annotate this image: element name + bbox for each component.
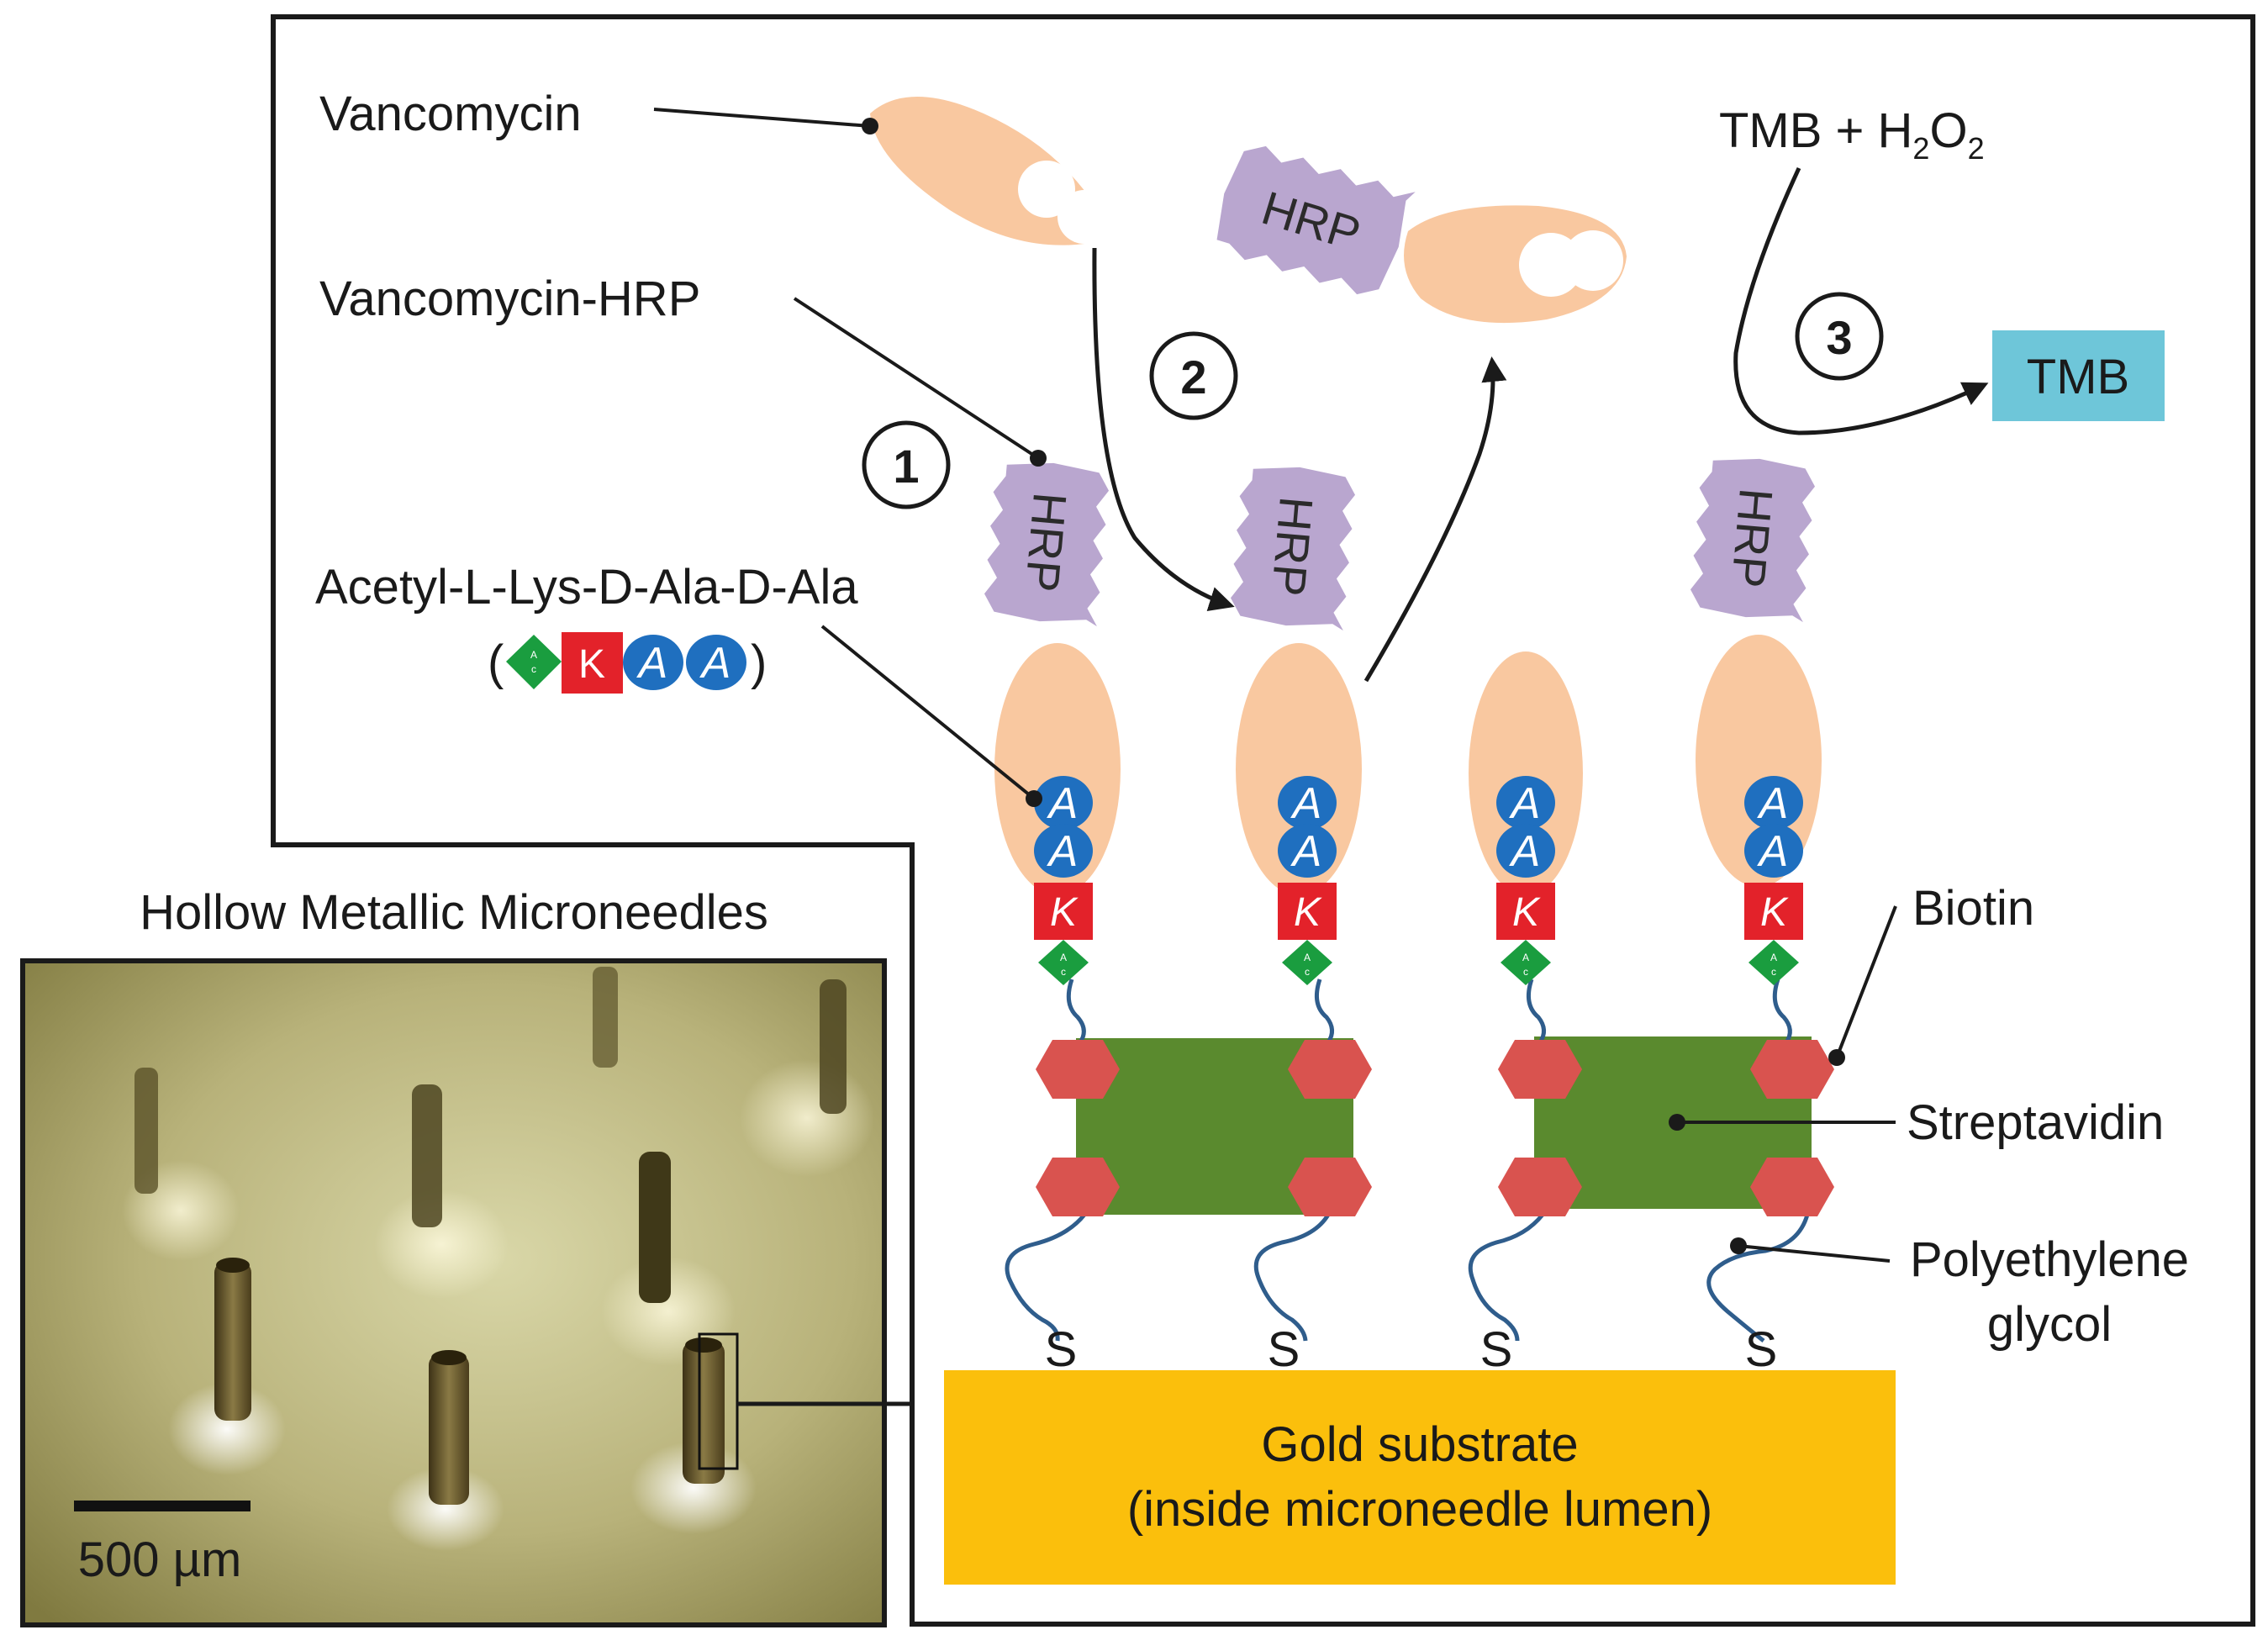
- acetyl-group: c: [1061, 966, 1066, 978]
- step-number: 3: [1826, 311, 1852, 364]
- sulfur-label: S: [1268, 1322, 1300, 1377]
- vancomycin-bound: [994, 635, 1822, 895]
- peptide-legend-close: ): [751, 636, 767, 690]
- ala-residue: A: [636, 639, 668, 688]
- biotin-label: Biotin: [1912, 881, 2034, 936]
- arrow-step-3-reaction: [1733, 166, 1989, 435]
- step-arrows: [1092, 166, 1989, 683]
- hrp-label: HRP: [1015, 490, 1077, 593]
- gold-substrate: [944, 1370, 1896, 1585]
- vancomycin-hrp-label: Vancomycin-HRP: [319, 272, 700, 326]
- main-panel-frame: [271, 14, 2255, 1627]
- peg-label-line1: Polyethylene: [1910, 1232, 2189, 1287]
- leader-lines: [653, 108, 1897, 1263]
- acetyl-group: A: [1060, 952, 1067, 963]
- hrp-on-column-1: HRP: [982, 457, 1111, 627]
- scale-bar-label: 500 µm: [78, 1532, 242, 1587]
- hrp-label: HRP: [1262, 494, 1323, 598]
- ala-residue: A: [1290, 779, 1322, 828]
- acetyl-group: A: [1770, 952, 1777, 963]
- substrate-label-line2: (inside microneedle lumen): [1127, 1482, 1712, 1537]
- ala-residue: A: [699, 639, 731, 688]
- photo-frame: [20, 958, 887, 1627]
- ala-residue: A: [1509, 779, 1541, 828]
- microneedle-photo: [23, 961, 884, 1625]
- tmb-product-box: [1992, 330, 2165, 421]
- lys-residue: K: [1512, 890, 1541, 935]
- peptide-legend-open: (: [488, 636, 504, 690]
- streptavidin-label: Streptavidin: [1907, 1095, 2164, 1150]
- acetyl-group: A: [1522, 952, 1529, 963]
- lumen-zoom-box: [698, 1332, 739, 1470]
- sulfur-label: S: [1045, 1322, 1078, 1377]
- peg-label-line2: glycol: [1987, 1297, 2112, 1352]
- ala-residue: A: [1047, 827, 1079, 876]
- peptide-legend: ( A c K A A ): [488, 632, 767, 694]
- step-number: 1: [893, 440, 919, 493]
- ala-residue: A: [1290, 827, 1322, 876]
- ala-residue: A: [1757, 827, 1789, 876]
- acetyl-group: A: [1304, 952, 1311, 963]
- ala-residue: A: [1047, 779, 1079, 828]
- photo-title: Hollow Metallic Microneedles: [140, 885, 768, 940]
- hrp-on-column-4: HRP: [1688, 453, 1817, 623]
- peg-linkers-top: [1066, 978, 1792, 1044]
- tmb-h2o2-label: TMB + H2O2: [1719, 103, 1985, 166]
- hrp-on-column-2: HRP: [1228, 462, 1358, 631]
- peptide-chains: [1034, 776, 1803, 985]
- peg-linkers-bottom: [1005, 1213, 1810, 1342]
- ala-residue: A: [1757, 779, 1789, 828]
- step-markers: 1 2 3: [862, 292, 1884, 509]
- peptide-letters: A A K A c A A K A c A A K A c A A K A c: [1047, 779, 1789, 978]
- peptide-label: Acetyl-L-Lys-D-Ala-D-Ala: [315, 560, 858, 615]
- acetyl-group: A: [530, 649, 537, 661]
- ala-residue: A: [1509, 827, 1541, 876]
- scale-bar: [74, 1501, 251, 1511]
- acetyl-group: c: [531, 663, 536, 675]
- acetyl-group: c: [1523, 966, 1528, 978]
- step-number: 2: [1180, 351, 1206, 404]
- sulfur-label: S: [1480, 1322, 1513, 1377]
- arrow-step-2-binding: [1092, 247, 1235, 612]
- tmb-product-label: TMB: [2027, 350, 2129, 404]
- vancomycin-label: Vancomycin: [319, 87, 582, 141]
- hrp-label: HRP: [1722, 486, 1783, 589]
- acetyl-group: c: [1771, 966, 1776, 978]
- biotin-hexagons: [1036, 1040, 1834, 1216]
- substrate-label-line1: Gold substrate: [1261, 1417, 1578, 1472]
- leader-dots: [1026, 450, 1845, 1254]
- released-vancomycin-hrp: HRP: [1207, 138, 1627, 324]
- arrow-step-2-release: [1363, 356, 1507, 683]
- lys-residue: K: [1294, 890, 1322, 935]
- lys-residue: K: [1760, 890, 1789, 935]
- acetyl-group: c: [1305, 966, 1310, 978]
- lys-residue: K: [578, 642, 605, 687]
- free-vancomycin: [862, 97, 1111, 245]
- sulfur-label: S: [1745, 1322, 1778, 1377]
- lys-residue: K: [1050, 890, 1079, 935]
